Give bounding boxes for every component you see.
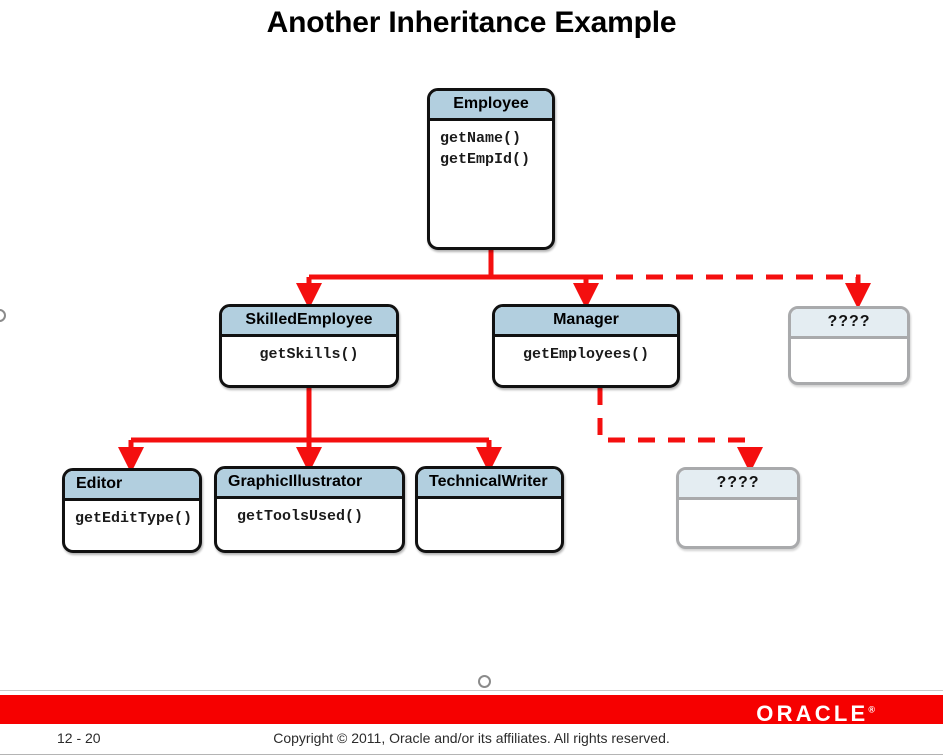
class-box-manager[interactable]: Manager getEmployees(): [492, 304, 680, 388]
class-name-manager: Manager: [495, 307, 677, 337]
class-name-editor: Editor: [65, 471, 199, 501]
class-name-skilledemployee: SkilledEmployee: [222, 307, 396, 337]
class-box-employee[interactable]: Employee getName() getEmpId(): [427, 88, 555, 250]
class-members-skilledemployee: getSkills(): [222, 337, 396, 371]
edge-employee-to-ghost-top: [586, 274, 871, 309]
class-members-placeholder-top: [791, 339, 907, 373]
method-item: getEmployees(): [522, 346, 650, 363]
page-title: Another Inheritance Example: [266, 6, 677, 39]
class-name-technicalwriter: TechnicalWriter: [418, 469, 561, 499]
class-members-employee: getName() getEmpId(): [430, 121, 552, 177]
class-members-editor: getEditType(): [65, 501, 199, 535]
class-name-graphicillustrator: GraphicIllustrator: [217, 469, 402, 499]
class-name-employee: Employee: [430, 91, 552, 121]
slide-canvas: Another Inheritance Example: [0, 6, 943, 755]
class-box-placeholder-bottom[interactable]: ????: [676, 467, 800, 549]
class-box-skilledemployee[interactable]: SkilledEmployee getSkills(): [219, 304, 399, 388]
oracle-brand-band: ORACLE®: [0, 695, 943, 725]
class-box-technicalwriter[interactable]: TechnicalWriter: [415, 466, 564, 553]
class-box-editor[interactable]: Editor getEditType(): [62, 468, 202, 553]
oracle-logo-text: ORACLE: [756, 701, 869, 726]
class-box-placeholder-top[interactable]: ????: [788, 306, 910, 385]
inheritance-diagram: Employee getName() getEmpId() SkilledEmp…: [62, 88, 910, 553]
edge-manager-to-ghost-bottom: [597, 388, 763, 473]
class-members-manager: getEmployees(): [495, 337, 677, 371]
method-item: getName(): [440, 130, 522, 147]
method-item: getEmpId(): [440, 151, 531, 169]
method-item: getToolsUsed(): [237, 508, 364, 525]
footer-divider-top: [0, 690, 943, 691]
class-members-placeholder-bottom: [679, 500, 797, 534]
class-box-graphicillustrator[interactable]: GraphicIllustrator getToolsUsed(): [214, 466, 405, 553]
class-members-graphicillustrator: getToolsUsed(): [217, 499, 402, 533]
method-item: getEditType(): [75, 510, 193, 527]
copyright-notice: Copyright © 2011, Oracle and/or its affi…: [273, 730, 670, 746]
slide-resize-handle-bottom[interactable]: [478, 675, 491, 688]
method-item: getSkills(): [259, 346, 359, 363]
class-name-placeholder-bottom: ????: [679, 470, 797, 500]
class-name-placeholder-top: ????: [791, 309, 907, 339]
oracle-logo: ORACLE®: [756, 703, 875, 725]
class-members-technicalwriter: [418, 499, 561, 533]
footer-text-row: 12 - 20 Copyright © 2011, Oracle and/or …: [0, 730, 943, 752]
registered-trademark-icon: ®: [868, 704, 875, 715]
